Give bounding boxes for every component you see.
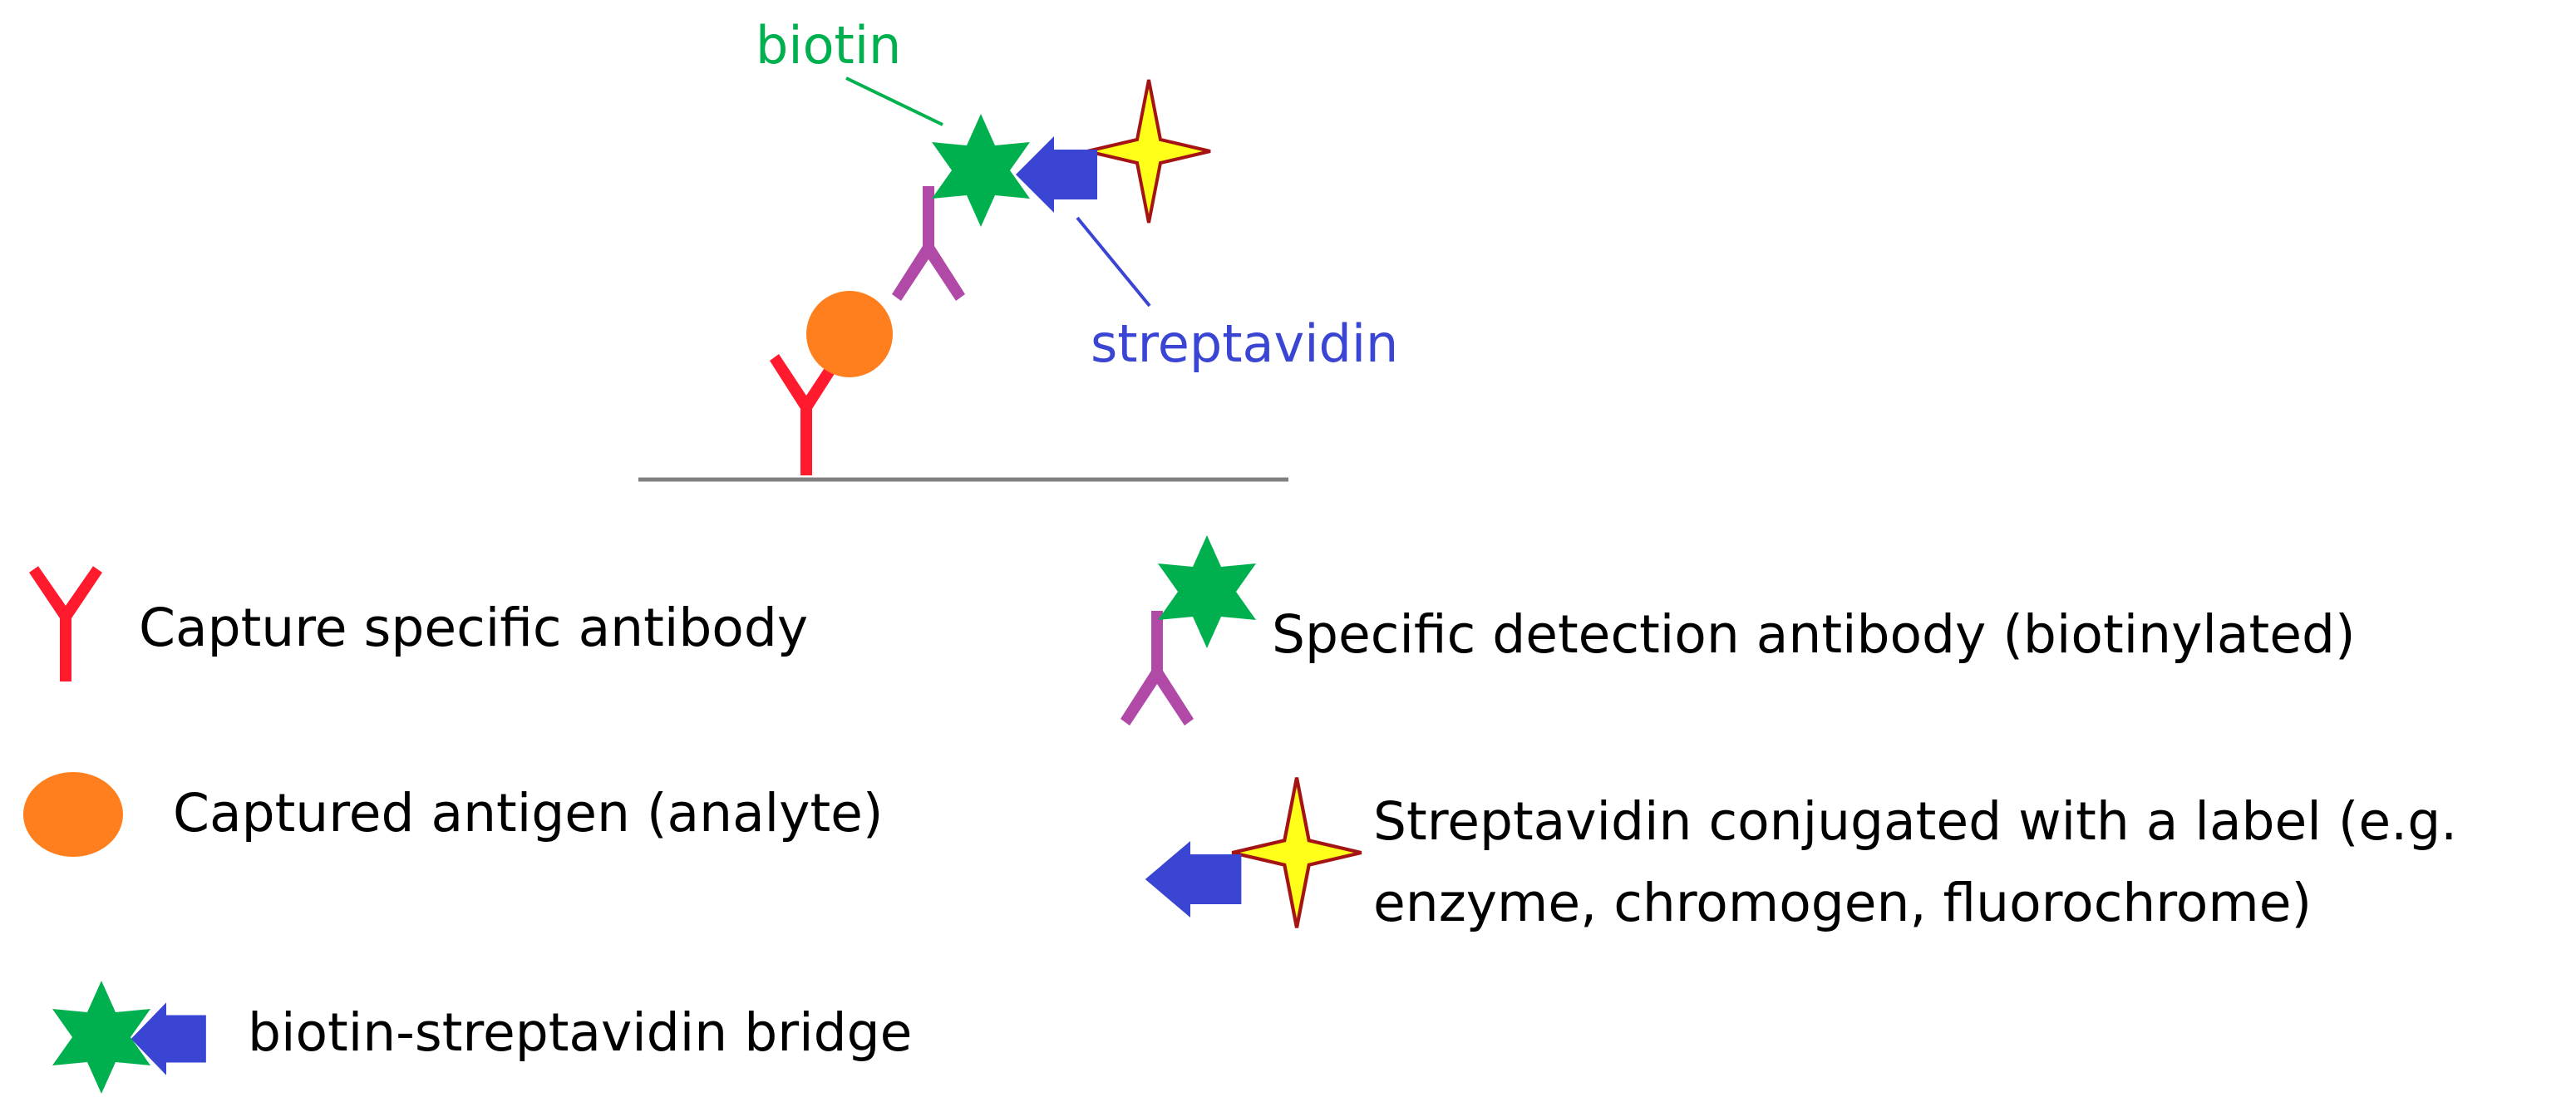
legend-label-bridge: biotin-streptavidin bridge xyxy=(248,1002,912,1063)
streptavidin-arrow-icon xyxy=(1145,841,1242,918)
legend-label-detection-antibody: Specific detection antibody (biotinylate… xyxy=(1272,604,2356,665)
detection-antibody-icon xyxy=(1121,611,1194,726)
legend: Capture specific antibody Captured antig… xyxy=(23,535,2457,1094)
label-star-icon xyxy=(1086,78,1212,224)
capture-antibody-icon xyxy=(29,566,102,681)
legend-item-bridge: biotin-streptavidin bridge xyxy=(52,981,912,1094)
biotin-star-icon xyxy=(932,114,1030,227)
detection-antibody-icon xyxy=(892,186,965,301)
legend-label-captured-antigen: Captured antigen (analyte) xyxy=(173,783,884,844)
biotin-star-icon xyxy=(1158,535,1256,648)
legend-item-streptavidin-label: Streptavidin conjugated with a label (e.… xyxy=(1145,778,2457,933)
antigen-icon xyxy=(23,772,123,857)
legend-label-streptavidin-line2: enzyme, chromogen, fluorochrome) xyxy=(1373,873,2312,933)
legend-item-detection-antibody: Specific detection antibody (biotinylate… xyxy=(1121,535,2356,726)
label-star-icon xyxy=(1232,778,1361,928)
legend-label-capture-antibody: Capture specific antibody xyxy=(139,598,808,658)
biotin-label: biotin xyxy=(756,15,901,76)
assay-scheme: biotin streptavidin xyxy=(638,15,1398,482)
streptavidin-arrow-icon xyxy=(1016,136,1097,213)
antigen-icon xyxy=(806,291,893,377)
legend-label-streptavidin-line1: Streptavidin conjugated with a label (e.… xyxy=(1373,791,2457,852)
streptavidin-leader-line xyxy=(1076,216,1151,307)
legend-item-captured-antigen: Captured antigen (analyte) xyxy=(23,772,884,857)
biotin-leader-line xyxy=(845,76,943,126)
legend-item-capture-antibody: Capture specific antibody xyxy=(29,566,808,681)
streptavidin-label: streptavidin xyxy=(1091,313,1398,374)
